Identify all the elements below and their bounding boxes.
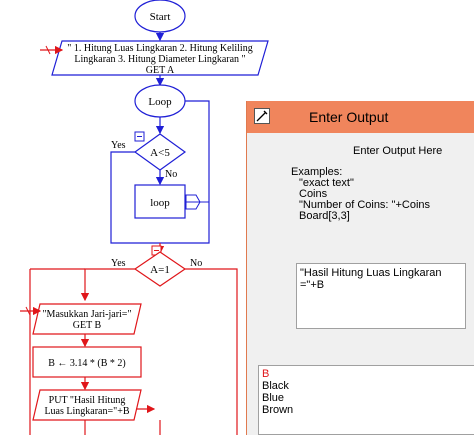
dialog-body: Enter Output Here Examples: "exact text"… xyxy=(247,133,474,435)
radius-input-line-2: GET B xyxy=(73,320,102,331)
decision-1-no: No xyxy=(165,169,177,180)
suggestion-list[interactable]: B Black Blue Brown xyxy=(258,365,474,435)
decision-2-text: A=1 xyxy=(150,264,170,276)
decision-2-yes: Yes xyxy=(111,258,126,269)
decision-1-yes: Yes xyxy=(111,140,126,151)
decision-1-yes-path xyxy=(110,151,160,244)
pen-icon xyxy=(256,110,268,122)
radius-input-block[interactable]: "Masukkan Jari-jari=" GET B xyxy=(32,303,142,335)
dialog-titlebar[interactable]: Enter Output xyxy=(247,101,474,133)
output-block[interactable]: PUT "Hasil Hitung Luas Lingkaran="+B xyxy=(32,389,142,421)
decision-1-text: A<5 xyxy=(150,147,170,159)
suggestion-item[interactable]: Brown xyxy=(262,404,294,416)
loop-return-path xyxy=(160,100,210,244)
input-line-2: Lingkaran 3. Hitung Diameter Lingkaran " xyxy=(74,54,245,65)
example-item: Board[3,3] xyxy=(299,210,350,222)
loop-process-box[interactable]: loop xyxy=(134,184,186,219)
examples-label: Examples: xyxy=(291,166,343,178)
output-expression-input[interactable]: "Hasil Hitung Luas Lingkaran ="+B xyxy=(296,263,466,329)
decision-2-no-path xyxy=(185,268,238,435)
entry-arrow-tick xyxy=(45,45,51,55)
start-terminal[interactable]: Start xyxy=(134,0,186,33)
suggestion-item[interactable]: B xyxy=(262,368,270,380)
dialog-header: Enter Output Here xyxy=(353,145,443,157)
start-label: Start xyxy=(150,11,171,23)
decision-a-less-5[interactable]: A<5 xyxy=(133,133,187,171)
examples-block: Examples: "exact text" Coins "Number of … xyxy=(291,167,430,222)
radius-input-line-1: "Masukkan Jari-jari=" xyxy=(42,309,131,320)
loop-label: Loop xyxy=(148,96,172,108)
assignment-block[interactable]: B ← 3.14 * (B * 2) xyxy=(32,346,142,378)
input-line-3: GET A xyxy=(146,65,175,76)
suggestion-item[interactable]: Black xyxy=(262,380,289,392)
output-line-1: PUT "Hasil Hitung xyxy=(49,395,126,406)
dialog-title: Enter Output xyxy=(309,109,389,125)
decision-2-no: No xyxy=(190,258,202,269)
output-line-2: Luas Lingkaran="+B xyxy=(44,406,129,417)
loop-box-label: loop xyxy=(150,197,170,209)
input-line-1: " 1. Hitung Luas Lingkaran 2. Hitung Kel… xyxy=(67,43,252,54)
collapse-toggle-1[interactable] xyxy=(134,131,145,142)
loop-node[interactable]: Loop xyxy=(134,84,186,118)
decision-2-yes-path xyxy=(80,268,135,302)
suggestion-item[interactable]: Blue xyxy=(262,392,285,404)
example-item: Coins xyxy=(299,188,328,200)
decision-a-equals-1[interactable]: A=1 xyxy=(133,251,187,287)
example-item: "exact text" xyxy=(299,177,354,189)
enter-output-dialog: Enter Output Enter Output Here Examples:… xyxy=(246,101,474,435)
app-icon xyxy=(254,108,270,124)
assignment-text: B ← 3.14 * (B * 2) xyxy=(48,358,126,369)
entry-arrow-2-tick xyxy=(25,306,31,316)
input-menu-block[interactable]: " 1. Hitung Luas Lingkaran 2. Hitung Kel… xyxy=(51,40,269,76)
example-item: "Number of Coins: "+Coins xyxy=(299,199,431,211)
